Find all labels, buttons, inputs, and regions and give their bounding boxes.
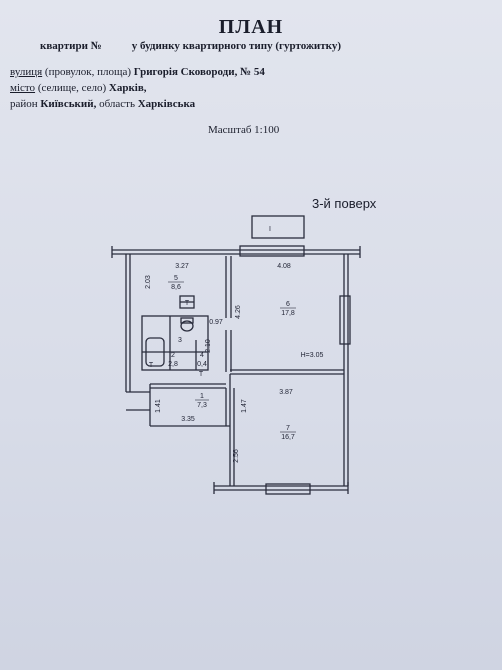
dim-141: 1.41 — [155, 399, 162, 413]
address-district-line: район Київський, область Харківська — [10, 98, 195, 110]
room-2-num: 2 — [171, 352, 175, 359]
dim-426: 4.26 — [235, 305, 242, 319]
room-4-area: 0,4 — [197, 361, 207, 368]
balcony-mark: I — [269, 226, 271, 233]
dim-327: 3.27 — [175, 263, 189, 270]
window-bottom — [265, 483, 311, 495]
subtitle-right: у будинку квартирного типу (гуртожитку) — [131, 40, 342, 52]
region-value: Харківська — [137, 98, 196, 110]
plan-walls — [111, 215, 361, 495]
room-6-area: 17,8 — [281, 310, 295, 317]
room-3-num: 3 — [178, 337, 182, 344]
page-title: ПЛАН — [218, 16, 284, 38]
room-1-num: 1 — [200, 393, 204, 400]
dim-335: 3.35 — [181, 416, 195, 423]
ceiling-height: H=3.05 — [301, 352, 324, 359]
address-city-line: місто (селище, село) Харків, — [10, 82, 147, 94]
city-hint: (селище, село) — [37, 82, 107, 94]
district-label: район — [10, 98, 38, 110]
window-right — [339, 295, 351, 345]
room-4-num: 4 — [200, 352, 204, 359]
dim-203: 2.03 — [145, 275, 152, 289]
room-7-area: 16,7 — [281, 434, 295, 441]
room-6-num: 6 — [286, 301, 290, 308]
district-value: Київський, — [40, 98, 97, 110]
room-2-area: 2,8 — [168, 361, 178, 368]
room-7-num: 7 — [286, 425, 290, 432]
street-value: Григорія Сковороди, № 54 — [133, 66, 265, 78]
room-5-area: 8,6 — [171, 284, 181, 291]
region-label: область — [99, 98, 135, 110]
dim-147: 1.47 — [241, 399, 248, 413]
subtitle-left: квартири № — [40, 40, 102, 52]
subtitle: квартири № у будинку квартирного типу (гу… — [40, 40, 460, 52]
street-label: вулиця — [10, 66, 43, 78]
floor-label: 3-й поверх — [312, 196, 377, 211]
toilet — [180, 320, 194, 332]
dim-256: 2.56 — [233, 449, 240, 463]
street-hint: (провулок, площа) — [44, 66, 132, 78]
city-value: Харків, — [108, 82, 147, 94]
tap-symbol-1: Т — [185, 300, 190, 307]
window-top — [239, 245, 305, 257]
tap-symbol-2: Т — [149, 362, 154, 369]
tap-symbol-3: Т — [199, 371, 204, 378]
city-label: місто — [10, 82, 36, 94]
dim-408: 4.08 — [277, 263, 291, 270]
scale-label: Масштаб 1:100 — [208, 124, 280, 136]
bathtub — [145, 337, 165, 367]
dim-210: 2.10 — [205, 339, 212, 353]
dim-097: 0.97 — [209, 319, 223, 326]
balcony — [251, 215, 305, 239]
bathroom-block — [141, 315, 209, 371]
room-5-num: 5 — [174, 275, 178, 282]
address-street-line: вулиця (провулок, площа) Григорія Сковор… — [10, 66, 265, 78]
dim-387: 3.87 — [279, 389, 293, 396]
room-1-area: 7,3 — [197, 402, 207, 409]
